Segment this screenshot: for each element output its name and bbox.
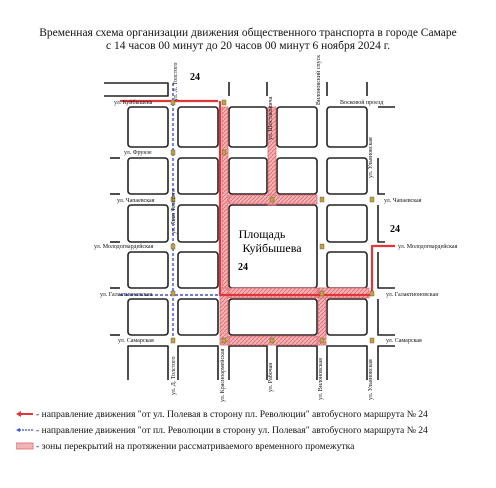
closure-zone	[228, 287, 318, 299]
street-label: ул. Л. Толстого	[173, 63, 179, 101]
city-block	[127, 298, 169, 336]
street-label: ул. Ульяновская	[368, 137, 374, 178]
city-block	[177, 157, 219, 195]
route-24-blue	[120, 83, 220, 340]
street-label: ул. Д. Толстого	[171, 357, 177, 395]
city-block	[228, 298, 318, 336]
city-block	[127, 345, 169, 380]
map-title: Временная схема организации движения общ…	[0, 27, 496, 53]
closure-zone	[221, 106, 229, 289]
title-line-2: с 14 часов 00 минут до 20 часов 00 минут…	[105, 40, 391, 52]
city-block	[127, 157, 169, 195]
red-arrow-icon	[16, 411, 33, 417]
blue-arrow-icon	[16, 428, 33, 432]
street-label: ул. Молодогвардейская	[94, 243, 154, 250]
street-label: ул. Галактионовская	[100, 292, 152, 298]
street-label: Восковой проезд	[340, 99, 383, 106]
square-label-line-2: Куйбышева	[242, 241, 302, 255]
street-label: ул. Красноармейская	[219, 348, 226, 402]
city-block	[276, 106, 318, 148]
route-badge: 24	[190, 72, 200, 83]
city-block	[326, 251, 368, 289]
street-label: Вилоновский спуск	[315, 55, 322, 105]
street-label: ул. Вилоновская	[318, 358, 324, 400]
street-label: ул. Самарская	[386, 338, 422, 344]
city-block	[177, 345, 219, 380]
city-block	[377, 158, 385, 195]
street-label: ул. Молодогвардейская	[398, 243, 458, 250]
closure-zone	[219, 287, 229, 346]
city-block	[127, 204, 169, 243]
city-block	[177, 251, 219, 289]
city-block	[228, 157, 268, 195]
city-block	[377, 345, 395, 380]
city-block	[127, 251, 169, 289]
city-block	[276, 345, 318, 380]
street-label: ул. Ульяновская	[368, 359, 374, 400]
city-block	[177, 204, 219, 243]
city-block	[326, 298, 368, 336]
legend-text: - зоны перекрытий на протяжении рассматр…	[36, 441, 355, 452]
street-label: ул. Шостаковича	[268, 96, 274, 140]
city-block	[326, 106, 368, 148]
city-blocks	[104, 82, 395, 380]
city-block	[326, 204, 368, 243]
street-label: ул. Чапаевская	[117, 198, 155, 204]
route-badge: 24	[238, 262, 248, 273]
legend-item-red-route: - направление движения "от ул. Полевая в…	[16, 409, 486, 423]
city-block	[104, 82, 169, 97]
city-block	[377, 252, 395, 289]
city-block	[127, 106, 169, 148]
route-badge: 24	[390, 224, 400, 235]
square-label-line-1: Площадь	[239, 227, 286, 241]
legend-item-blue-route: - направление движения "от пл. Революции…	[16, 425, 486, 439]
city-block	[276, 157, 318, 195]
street-label: ул. Куйбышева	[114, 99, 153, 106]
legend-item-closure: - зоны перекрытий на протяжении рассматр…	[16, 441, 486, 455]
closure-zone	[318, 287, 370, 299]
city-block	[228, 345, 268, 380]
city-block	[326, 157, 368, 195]
city-block	[377, 205, 385, 243]
legend-text: - направление движения "от ул. Полевая в…	[36, 409, 428, 420]
city-block	[228, 106, 268, 148]
street-label: ул. Фрунзе	[124, 150, 152, 156]
closure-zone	[267, 106, 277, 206]
city-block	[377, 299, 395, 336]
closure-swatch-icon	[16, 442, 34, 450]
title-line-1: Временная схема организации движения общ…	[39, 27, 457, 39]
street-label: ул. Рабочая	[267, 363, 274, 392]
traffic-lights	[170, 99, 375, 344]
street-label: ул. Галактионовская	[386, 292, 438, 298]
city-block	[177, 298, 219, 336]
street-label: ул. Льва Толстого	[171, 189, 177, 234]
street-label: ул. Чапаевская	[384, 198, 422, 204]
city-block	[326, 345, 368, 380]
legend-text: - направление движения "от пл. Революции…	[36, 425, 428, 436]
street-label: ул. Самарская	[118, 338, 154, 344]
city-block	[177, 106, 219, 148]
